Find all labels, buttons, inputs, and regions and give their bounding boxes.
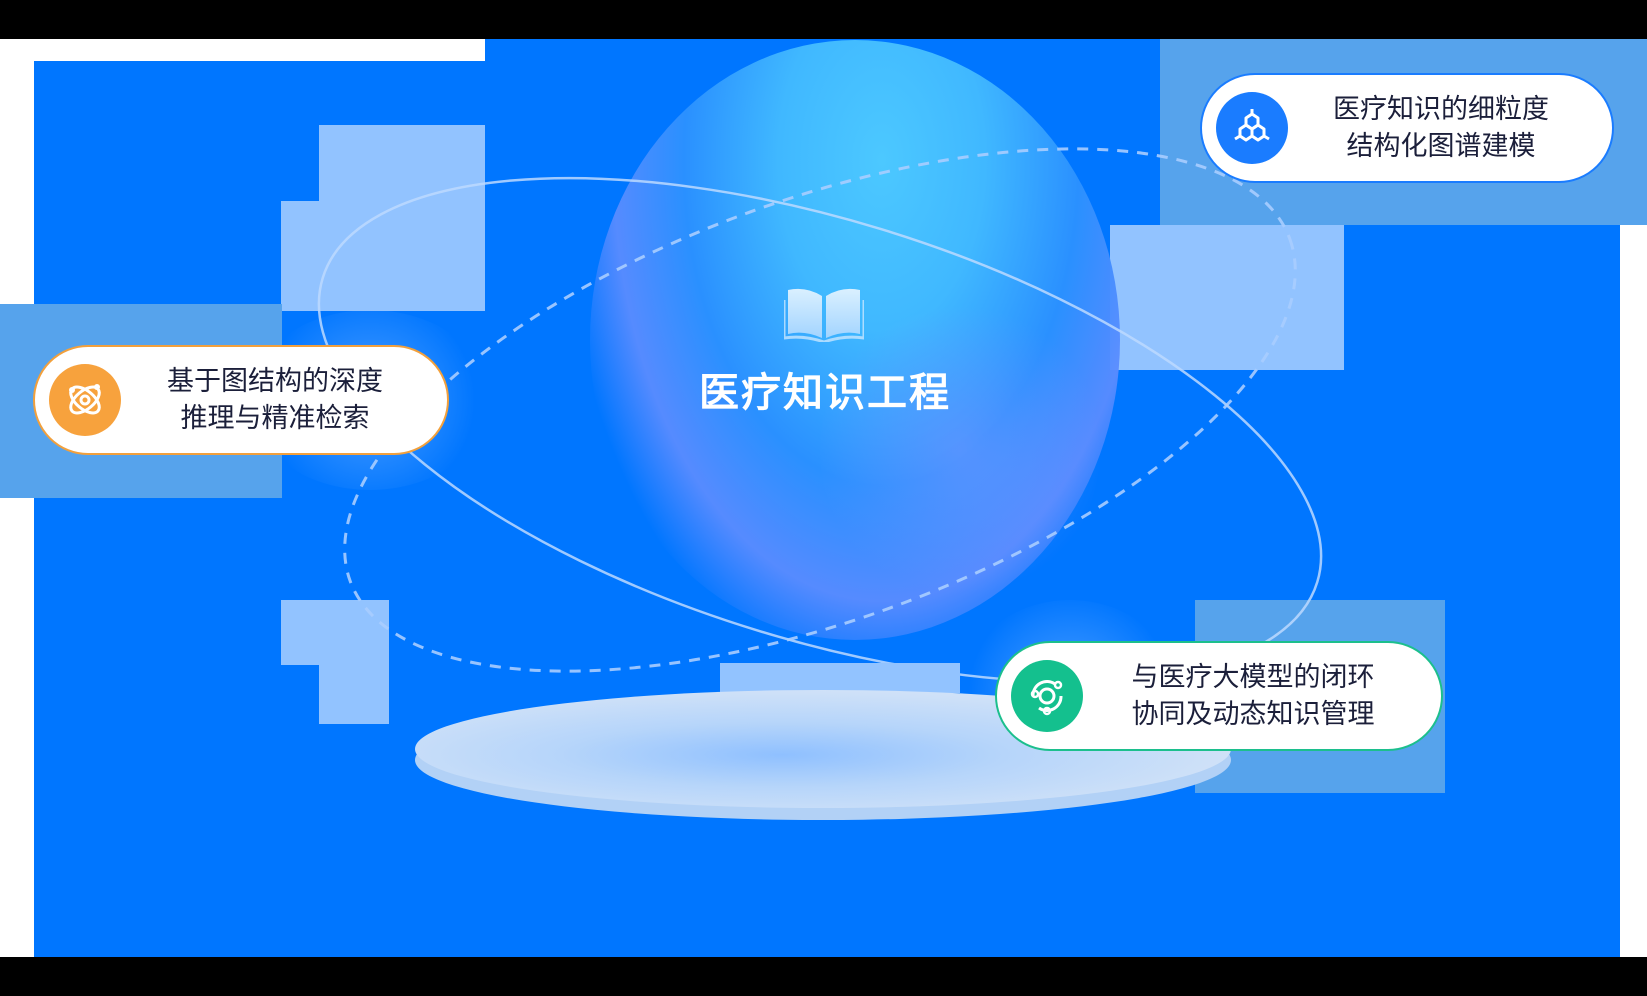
node-label-line2: 结构化图谱建模 xyxy=(1346,131,1536,162)
diagram-title: 医疗知识工程 xyxy=(699,370,951,416)
decorative-block xyxy=(281,201,485,311)
decorative-block xyxy=(319,600,389,724)
node-card-graph-modeling[interactable]: 医疗知识的细粒度 结构化图谱建模 xyxy=(1200,73,1614,183)
node-label-line1: 基于图结构的深度 xyxy=(167,366,383,397)
node-card-graph-reasoning[interactable]: 基于图结构的深度 推理与精准检索 xyxy=(33,345,449,455)
node-label-line1: 与医疗大模型的闭环 xyxy=(1131,662,1375,693)
badge-graph-reasoning xyxy=(49,364,121,436)
node-label: 医疗知识的细粒度 结构化图谱建模 xyxy=(1288,91,1612,165)
node-label-line2: 推理与精准检索 xyxy=(180,403,370,434)
solid-orbit xyxy=(317,176,1323,684)
dashed-orbit xyxy=(343,147,1297,673)
badge-llm-collaboration xyxy=(1011,660,1083,732)
badge-graph-modeling xyxy=(1216,92,1288,164)
node-label: 基于图结构的深度 推理与精准检索 xyxy=(121,363,447,437)
orbit-cycle-icon xyxy=(1030,680,1063,716)
decorative-block xyxy=(281,600,319,665)
decorative-block xyxy=(319,125,485,205)
decorative-block xyxy=(720,663,960,693)
decorative-block xyxy=(1110,225,1344,370)
node-label: 与医疗大模型的闭环 协同及动态知识管理 xyxy=(1083,659,1441,733)
hexagon-network-icon xyxy=(1234,109,1270,142)
bottom-bar xyxy=(0,957,1647,996)
node-card-llm-collaboration[interactable]: 与医疗大模型的闭环 协同及动态知识管理 xyxy=(995,641,1443,751)
atom-icon xyxy=(69,384,101,415)
sphere-glow xyxy=(820,300,1100,600)
node-label-line2: 协同及动态知识管理 xyxy=(1131,699,1375,730)
open-book-icon xyxy=(784,288,864,342)
node-label-line1: 医疗知识的细粒度 xyxy=(1333,94,1549,125)
